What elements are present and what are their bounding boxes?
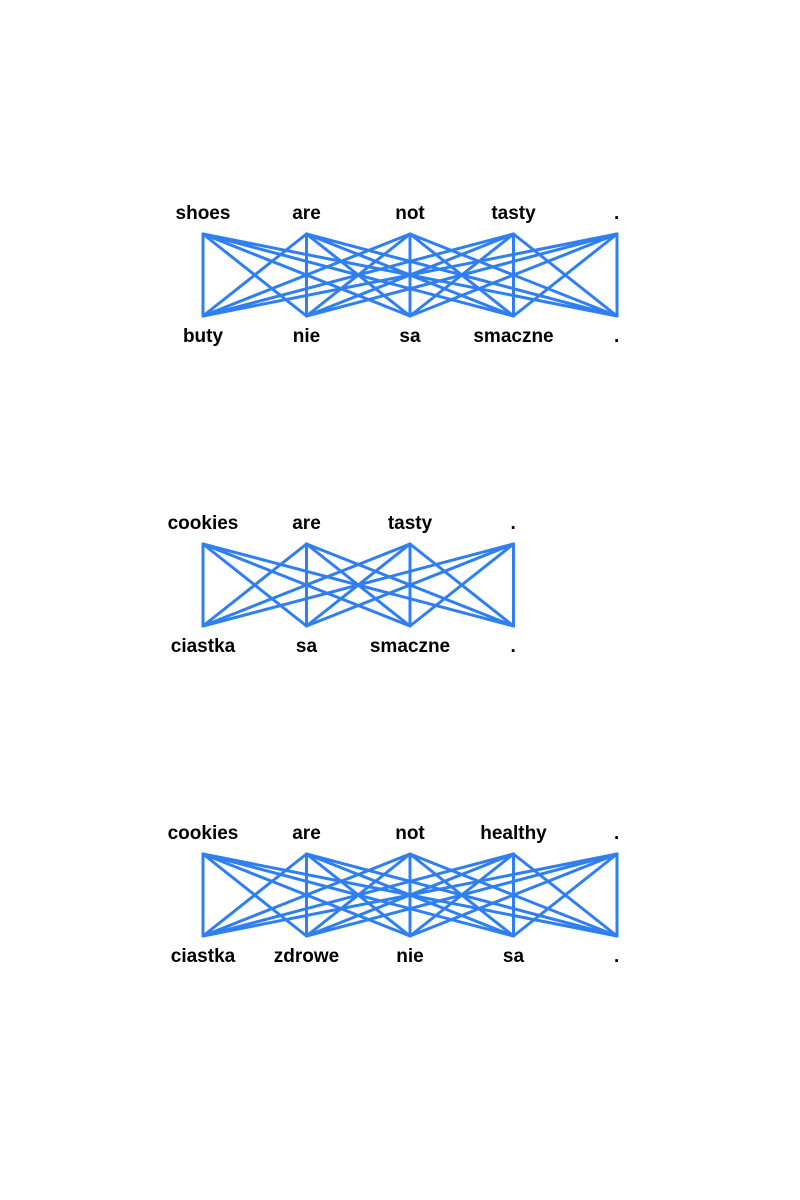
target-word: ciastka — [171, 636, 236, 657]
alignment-edge — [201, 852, 412, 938]
alignment-edge — [201, 852, 308, 938]
target-word: nie — [396, 946, 423, 967]
source-word: . — [614, 203, 619, 224]
source-word: tasty — [388, 513, 433, 534]
alignment-edge — [408, 852, 619, 938]
source-word: . — [614, 823, 619, 844]
alignment-edge — [201, 232, 308, 318]
alignment-edge — [201, 542, 515, 628]
source-word: not — [395, 203, 425, 224]
source-word: not — [395, 823, 425, 844]
target-word: buty — [183, 326, 224, 347]
source-word: are — [292, 513, 321, 534]
target-word: sa — [296, 636, 318, 657]
alignment-edges — [201, 852, 619, 938]
alignment-edge — [512, 852, 619, 938]
source-word: shoes — [176, 203, 231, 224]
target-word: zdrowe — [274, 946, 339, 967]
alignment-edge — [305, 852, 619, 938]
target-word: sa — [399, 326, 421, 347]
alignment-edge — [305, 542, 515, 628]
alignment-edge — [201, 232, 412, 318]
alignment-edge — [305, 232, 619, 318]
target-word: smaczne — [473, 326, 553, 347]
alignment-edge — [201, 542, 412, 628]
alignment-edge — [512, 232, 619, 318]
alignment-diagram-2: cookies are tasty. ciastka sa smaczne. — [168, 513, 516, 657]
target-word: . — [511, 636, 516, 657]
alignment-diagram-3: cookies are not healthy. ciastka zdrowe nie sa. — [168, 823, 620, 967]
source-word: are — [292, 823, 321, 844]
alignment-edge — [408, 232, 619, 318]
target-word: . — [614, 946, 619, 967]
alignment-edge — [201, 852, 619, 938]
source-word: . — [511, 513, 516, 534]
target-word: . — [614, 326, 619, 347]
source-word: tasty — [491, 203, 536, 224]
source-word: healthy — [480, 823, 547, 844]
alignment-edge — [201, 232, 515, 318]
alignment-edge — [201, 542, 308, 628]
target-word: nie — [293, 326, 320, 347]
alignment-edge — [408, 542, 515, 628]
source-word: cookies — [168, 513, 239, 534]
source-word: cookies — [168, 823, 239, 844]
alignment-edge — [201, 232, 619, 318]
alignment-diagram-1: shoes are not tasty. buty nie sa smaczne. — [176, 203, 620, 347]
alignment-edge — [201, 852, 515, 938]
target-word: smaczne — [370, 636, 450, 657]
alignment-edges — [201, 542, 515, 628]
target-word: ciastka — [171, 946, 236, 967]
source-word: are — [292, 203, 321, 224]
alignment-edges — [201, 232, 619, 318]
target-word: sa — [503, 946, 525, 967]
